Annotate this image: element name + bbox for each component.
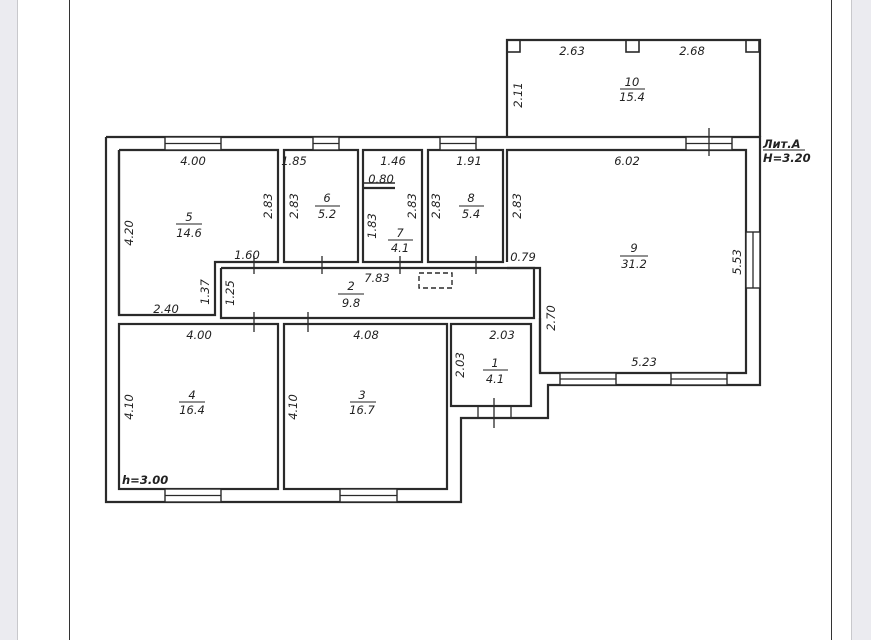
room-2-area: 9.8 [342, 296, 360, 310]
room-8-area: 5.4 [462, 207, 480, 221]
dim-label: 5.23 [631, 355, 657, 369]
room-10-walls [505, 38, 762, 137]
dim-label: 2.70 [544, 305, 558, 331]
room-8-number: 8 [467, 191, 474, 205]
room-9-number: 9 [630, 241, 637, 255]
dim-label: 4.10 [122, 394, 136, 420]
dim-label: 0.80 [368, 172, 394, 186]
room-10-area: 15.4 [619, 90, 645, 104]
viewer-right-scrollbar[interactable] [851, 0, 871, 640]
room-labels: 10 15.4 5 14.6 6 5.2 7 4.1 8 5.4 9 31.2 … [176, 75, 648, 417]
dim-label: 7.83 [364, 271, 390, 285]
door-marks [253, 128, 710, 428]
room-walls [117, 148, 748, 491]
room-6-area: 5.2 [318, 207, 336, 221]
dim-label: 4.10 [286, 394, 300, 420]
outer-walls [104, 135, 762, 504]
dim-label: 1.91 [456, 154, 482, 168]
dim-label: 2.63 [559, 44, 585, 58]
dimension-labels: 2.63 2.68 2.11 4.00 4.20 2.83 2.40 1.85 … [122, 44, 744, 420]
dim-label: 2.03 [489, 328, 515, 342]
dim-label: 2.11 [511, 82, 525, 108]
dim-label: 2.40 [153, 302, 179, 316]
dim-label: 1.83 [365, 213, 379, 239]
dim-label: 2.03 [453, 352, 467, 378]
dim-label: 1.85 [281, 154, 307, 168]
dim-label: 2.83 [287, 193, 301, 219]
room-1-area: 4.1 [486, 372, 504, 386]
page-border-right [831, 0, 832, 640]
dim-label: 0.79 [510, 250, 536, 264]
room-4-number: 4 [188, 388, 195, 402]
room-3-number: 3 [358, 388, 365, 402]
litera-label: Лит.А [762, 137, 801, 151]
page-border-left [69, 0, 70, 640]
dim-label: 2.83 [405, 193, 419, 219]
dim-label: 1.25 [223, 280, 237, 306]
room-9-area: 31.2 [621, 257, 647, 271]
dim-label: 4.00 [186, 328, 212, 342]
dim-label: 1.46 [380, 154, 406, 168]
dim-label: 4.08 [353, 328, 379, 342]
annotations: Лит.А H=3.20 h=3.00 [122, 137, 811, 487]
room-10-number: 10 [625, 75, 640, 89]
room-5-area: 14.6 [176, 226, 202, 240]
room-2-number: 2 [347, 279, 354, 293]
room-6-number: 6 [323, 191, 330, 205]
room-7-number: 7 [396, 226, 404, 240]
room-height-label: h=3.00 [122, 473, 168, 487]
dim-label: 4.20 [122, 220, 136, 246]
dim-label: 6.02 [614, 154, 640, 168]
dim-label: 1.37 [198, 279, 212, 305]
room-5-number: 5 [185, 210, 192, 224]
windows [164, 136, 761, 503]
room-4-area: 16.4 [179, 403, 205, 417]
dim-label: 2.68 [679, 44, 705, 58]
viewer-left-margin [0, 0, 18, 640]
building-height-label: H=3.20 [763, 151, 811, 165]
room-7-area: 4.1 [391, 241, 409, 255]
dim-label: 1.60 [234, 248, 260, 262]
dim-label: 2.83 [261, 193, 275, 219]
dim-label: 5.53 [730, 249, 744, 275]
dim-label: 2.83 [429, 193, 443, 219]
dim-label: 4.00 [180, 154, 206, 168]
dim-label: 2.83 [510, 193, 524, 219]
room-3-area: 16.7 [349, 403, 375, 417]
room-1-number: 1 [491, 356, 498, 370]
